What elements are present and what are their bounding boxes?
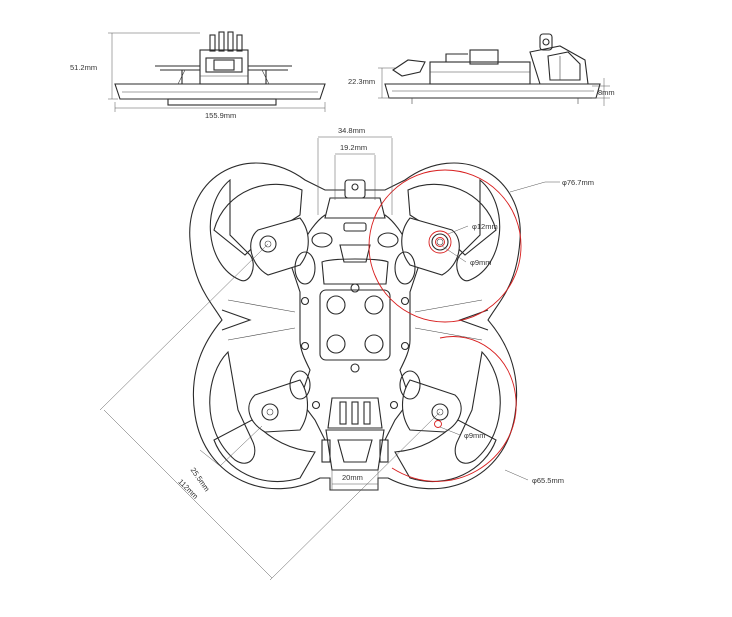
side-view: 51.2mm 155.9mm (70, 31, 326, 120)
duct-outer-label: φ76.7mm (562, 178, 594, 187)
side-width-label: 155.9mm (205, 111, 236, 120)
mount-pattern-label: φ12mm (472, 222, 498, 231)
prop-label: φ65.5mm (532, 476, 564, 485)
top-view: 34.8mm 19.2mm φ76.7mm φ12mm φ9mm φ9mm 20… (99, 126, 594, 581)
front-view: 22.3mm 8mm (348, 33, 615, 106)
duct-outer-circle (368, 169, 522, 323)
shaft-hole-top (435, 237, 445, 247)
shaft-hole-top-label: φ9mm (470, 258, 492, 267)
side-height-label: 51.2mm (70, 63, 97, 72)
shaft-hole-bottom (434, 420, 442, 428)
inner-width-label: 19.2mm (340, 143, 367, 152)
tail-width-label: 20mm (342, 473, 363, 482)
front-plate-label: 8mm (598, 88, 615, 97)
frame-width-label: 34.8mm (338, 126, 365, 135)
front-height-label: 22.3mm (348, 77, 375, 86)
shaft-hole-bottom-label: φ9mm (464, 431, 486, 440)
motor-mount-circle (428, 230, 452, 254)
prop-arc (391, 336, 517, 482)
